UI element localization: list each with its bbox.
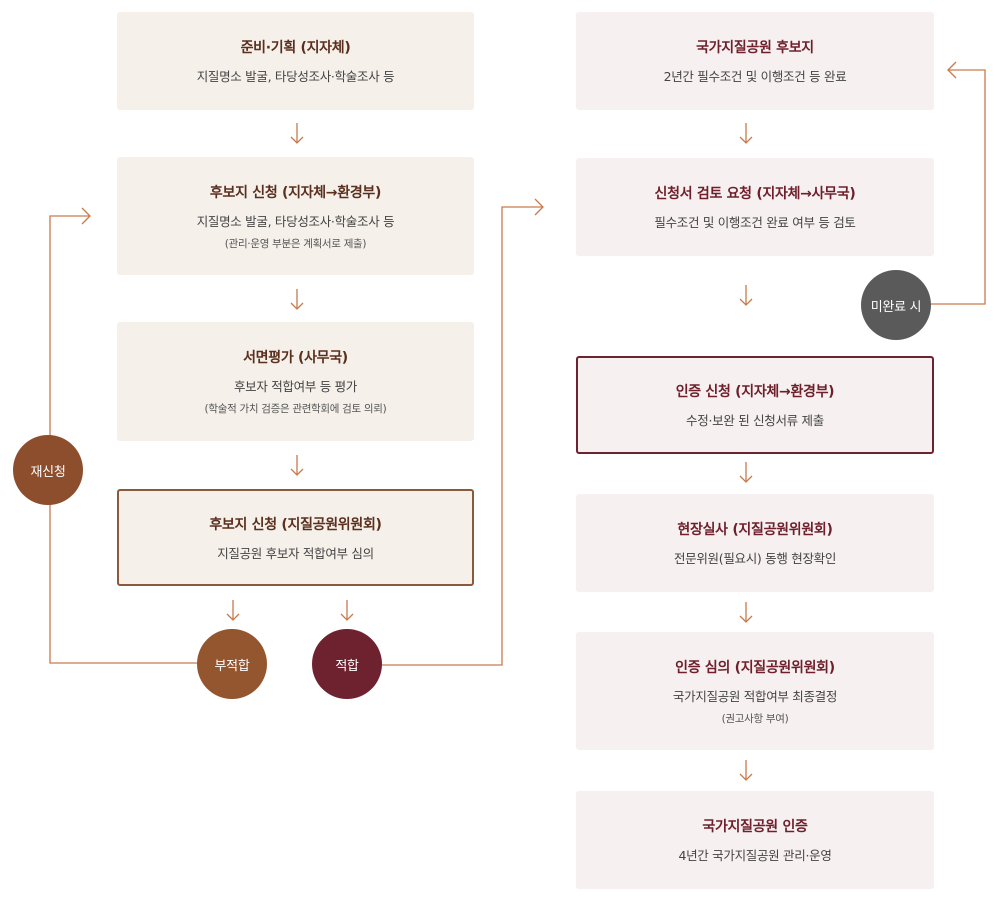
down-arrow-icon xyxy=(340,600,354,621)
step-desc: 지질공원 후보자 적합여부 심의 xyxy=(217,545,374,561)
step-box-candidate-apply: 후보지 신청 (지자체→환경부) 지질명소 발굴, 타당성조사·학술조사 등 (… xyxy=(117,157,474,275)
down-arrow-icon xyxy=(290,289,304,310)
step-title: 후보지 신청 (지질공원위원회) xyxy=(209,516,382,533)
down-arrow-icon xyxy=(290,123,304,144)
down-arrow-icon xyxy=(739,123,753,144)
step-desc: 국가지질공원 적합여부 최종결정 xyxy=(672,688,838,704)
step-desc: 지질명소 발굴, 타당성조사·학술조사 등 xyxy=(196,69,395,84)
reapply-badge: 재신청 xyxy=(13,435,83,505)
incomplete-loop-line xyxy=(930,61,986,305)
step-desc: 전문위원(필요시) 동행 현장확인 xyxy=(673,551,837,566)
down-arrow-icon xyxy=(739,462,753,483)
step-box-site-inspection: 현장실사 (지질공원위원회) 전문위원(필요시) 동행 현장확인 xyxy=(576,494,934,592)
incomplete-badge: 미완료 시 xyxy=(861,270,931,340)
step-desc: 지질명소 발굴, 타당성조사·학술조사 등 xyxy=(196,213,395,229)
step-desc: 4년간 국가지질공원 관리·운영 xyxy=(678,848,832,863)
step-title: 국가지질공원 후보지 xyxy=(696,40,814,56)
fit-badge: 적합 xyxy=(312,629,382,699)
down-arrow-icon xyxy=(290,455,304,476)
step-desc: 수정·보완 된 신청서류 제출 xyxy=(686,413,824,428)
step-title: 현장실사 (지질공원위원회) xyxy=(677,522,833,538)
step-box-prepare: 준비·기획 (지자체) 지질명소 발굴, 타당성조사·학술조사 등 xyxy=(117,12,474,110)
down-arrow-icon xyxy=(739,760,753,781)
down-arrow-icon xyxy=(226,600,240,621)
step-box-certification-apply: 인증 신청 (지자체→환경부) 수정·보완 된 신청서류 제출 xyxy=(576,356,934,454)
fit-path-line xyxy=(382,198,544,666)
step-title: 국가지질공원 인증 xyxy=(702,819,808,835)
step-box-review-request: 신청서 검토 요청 (지자체→사무국) 필수조건 및 이행조건 완료 여부 등 … xyxy=(576,158,934,256)
step-title: 서면평가 (사무국) xyxy=(243,350,348,366)
step-desc: 필수조건 및 이행조건 완료 여부 등 검토 xyxy=(654,215,856,230)
step-title: 인증 신청 (지자체→환경부) xyxy=(675,384,835,400)
step-title: 후보지 신청 (지자체→환경부) xyxy=(209,184,382,201)
step-desc: 2년간 필수조건 및 이행조건 등 완료 xyxy=(663,69,847,84)
step-box-committee-review: 후보지 신청 (지질공원위원회) 지질공원 후보자 적합여부 심의 xyxy=(117,489,474,586)
unfit-badge: 부적합 xyxy=(197,629,267,699)
down-arrow-icon xyxy=(739,602,753,623)
step-title: 준비·기획 (지자체) xyxy=(240,40,351,56)
step-note: (관리·운영 부분은 계획서로 제출) xyxy=(224,237,367,250)
step-title: 신청서 검토 요청 (지자체→사무국) xyxy=(654,186,856,202)
step-box-document-review: 서면평가 (사무국) 후보자 적합여부 등 평가 (학술적 가치 검증은 관련학… xyxy=(117,322,474,441)
step-box-national-candidate: 국가지질공원 후보지 2년간 필수조건 및 이행조건 등 완료 xyxy=(576,12,934,110)
step-box-national-certified: 국가지질공원 인증 4년간 국가지질공원 관리·운영 xyxy=(576,791,934,889)
step-desc: 후보자 적합여부 등 평가 xyxy=(233,379,358,394)
step-title: 인증 심의 (지질공원위원회) xyxy=(675,659,835,676)
step-box-certification-review: 인증 심의 (지질공원위원회) 국가지질공원 적합여부 최종결정 (권고사항 부… xyxy=(576,632,934,750)
down-arrow-icon xyxy=(739,285,753,306)
step-note: (권고사항 부여) xyxy=(721,712,789,725)
step-note: (학술적 가치 검증은 관련학회에 검토 의뢰) xyxy=(204,403,387,415)
